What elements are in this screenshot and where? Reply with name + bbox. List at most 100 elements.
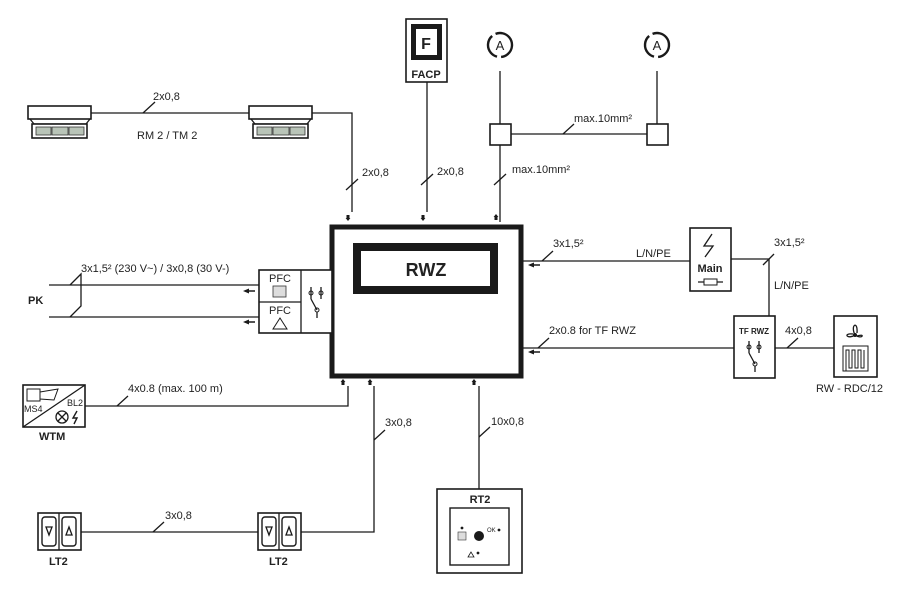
cable-tick xyxy=(537,337,550,349)
lightning-icon xyxy=(702,233,715,258)
auto-opener-2-icon[interactable]: A xyxy=(640,28,674,62)
smoke-detector-2[interactable] xyxy=(248,105,313,139)
arrow-down-icon xyxy=(420,215,426,221)
rwz-central-unit[interactable]: RWZ xyxy=(329,224,524,379)
cable-tick xyxy=(345,178,359,191)
pk-label: PK xyxy=(28,295,43,307)
arrow-left-icon xyxy=(528,262,540,268)
mains-cable-label: 3x1,5² xyxy=(553,238,584,250)
rt2-cable-label: 10x0,8 xyxy=(491,416,524,428)
auto-rwz-cable-label: max.10mm² xyxy=(512,164,570,176)
arrow-up-icon xyxy=(471,379,477,385)
horn-icon xyxy=(39,388,59,401)
cable-tick xyxy=(541,250,554,262)
switch-icon xyxy=(746,341,762,372)
tf-cable-label: 2x0.8 for TF RWZ xyxy=(549,325,636,337)
fan-icon xyxy=(846,324,863,338)
switch-icon xyxy=(308,287,324,318)
manual-release-icon xyxy=(272,285,287,298)
lightning-icon xyxy=(71,410,79,425)
release-button[interactable] xyxy=(474,531,484,541)
cable-tick xyxy=(142,101,156,114)
rw-ventilator-unit[interactable] xyxy=(833,315,878,378)
junction-box-2[interactable] xyxy=(646,123,669,146)
facp-icon-letter: F xyxy=(421,36,431,53)
smoke-detector-1[interactable] xyxy=(27,105,92,139)
cable-tick xyxy=(786,337,799,349)
arrow-left-icon xyxy=(243,319,255,325)
pfc-2-label: PFC xyxy=(269,305,291,317)
detector-type-label: RM 2 / TM 2 xyxy=(137,130,197,142)
radiator-icon xyxy=(842,345,869,372)
facp-label: FACP xyxy=(411,69,440,81)
junction-box-1[interactable] xyxy=(489,123,512,146)
arrow-up-icon xyxy=(340,379,346,385)
wtm-bl-label: BL2 xyxy=(67,398,83,408)
led-indicator xyxy=(497,528,501,532)
cable-tick xyxy=(69,272,82,318)
pfc-module[interactable]: PFC PFC xyxy=(258,269,333,334)
ok-label: OK xyxy=(487,528,496,534)
wtm-unit[interactable]: MS4 BL2 xyxy=(22,384,86,428)
facp-panel[interactable]: F FACP xyxy=(405,18,448,83)
up-arrow-icon xyxy=(285,525,293,536)
arrow-up-icon xyxy=(493,214,499,220)
detector-to-rwz-line xyxy=(312,112,353,212)
led-indicator xyxy=(460,526,464,530)
mains-to-tf-line xyxy=(731,258,770,318)
facp-cable-label: 2x0,8 xyxy=(437,166,464,178)
auto-opener-1-icon[interactable]: A xyxy=(483,28,517,62)
cable-tick xyxy=(373,429,386,441)
mains-down-label: L/N/PE xyxy=(774,280,809,292)
cable-tick xyxy=(762,253,775,266)
rt2-label: RT2 xyxy=(470,494,491,506)
svg-text:A: A xyxy=(496,38,505,53)
pk-cable-label: 3x1,5² (230 V~) / 3x0,8 (30 V-) xyxy=(81,263,229,275)
wtm-ms-label: MS4 xyxy=(24,404,43,414)
arrow-left-icon xyxy=(243,288,255,294)
fuse-icon xyxy=(698,278,723,286)
cable-tick xyxy=(478,426,491,438)
main-label: Main xyxy=(697,263,722,275)
mains-out-cable-label: 3x1,5² xyxy=(774,237,805,249)
warning-icon xyxy=(467,551,475,558)
pfc-1-label: PFC xyxy=(269,273,291,285)
down-arrow-icon xyxy=(265,526,273,537)
tf-rw-cable-label: 4x0,8 xyxy=(785,325,812,337)
wtm-to-rwz-line xyxy=(85,386,349,407)
wtm-cable-label: 4x0.8 (max. 100 m) xyxy=(128,383,223,395)
cable-tick xyxy=(420,173,434,186)
tf-rwz-unit[interactable]: TF RWZ xyxy=(733,315,776,379)
lt2-link-cable-label: 3x0,8 xyxy=(165,510,192,522)
detector-cable-label: 2x0,8 xyxy=(153,91,180,103)
detector-rwz-cable-label: 2x0,8 xyxy=(362,167,389,179)
lt2-2-label: LT2 xyxy=(269,556,288,568)
cable-tick xyxy=(562,123,575,135)
lt2-switch-1[interactable] xyxy=(37,512,82,551)
mains-phase-label: L/N/PE xyxy=(636,248,671,260)
tf-rwz-label: TF RWZ xyxy=(739,327,769,336)
led-indicator xyxy=(476,551,480,555)
svg-text:A: A xyxy=(653,38,662,53)
arrow-up-icon xyxy=(367,379,373,385)
up-arrow-icon xyxy=(65,525,73,536)
cable-tick xyxy=(493,173,507,186)
main-power-supply[interactable]: Main xyxy=(689,227,732,292)
down-arrow-icon xyxy=(45,526,53,537)
arrow-left-icon xyxy=(528,349,540,355)
rw-label: RW - RDC/12 xyxy=(816,383,883,395)
lt2-1-label: LT2 xyxy=(49,556,68,568)
lt2-cable-label: 3x0,8 xyxy=(385,417,412,429)
rt2-panel[interactable]: RT2 OK xyxy=(436,488,523,574)
wtm-label: WTM xyxy=(39,431,65,443)
lt2-to-rwz-line xyxy=(301,386,375,533)
warning-icon xyxy=(272,317,288,330)
lt2-switch-2[interactable] xyxy=(257,512,302,551)
cable-tick xyxy=(152,521,165,533)
rwz-label: RWZ xyxy=(406,260,447,280)
manual-release-icon xyxy=(457,531,467,541)
arrow-down-icon xyxy=(345,215,351,221)
cable-tick xyxy=(116,395,129,407)
auto-link-cable-label: max.10mm² xyxy=(574,113,632,125)
